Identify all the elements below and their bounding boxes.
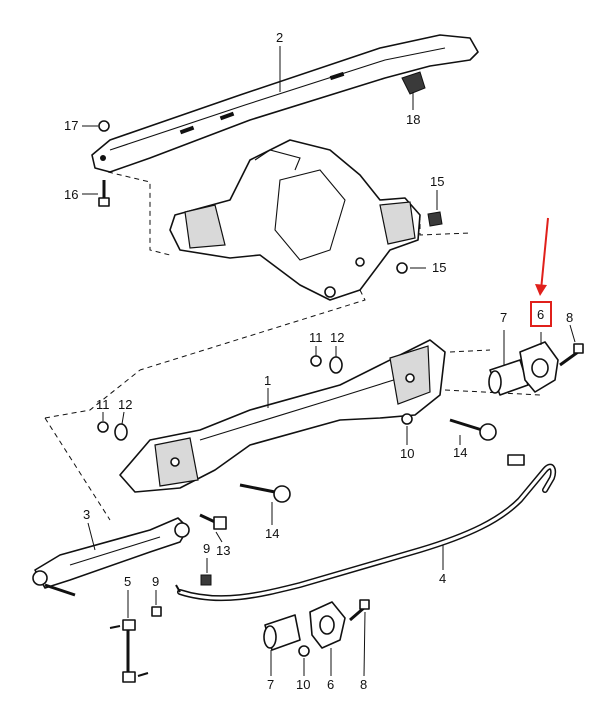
link-arm [32,517,190,597]
bolt-8-bottom [349,599,370,622]
nut-9-upper [200,574,212,586]
nut-10-upper [401,413,413,425]
callout-10-bottom: 10 [296,677,310,692]
callout-11-right: 11 [309,330,323,345]
nut-11-right [310,355,322,367]
nut-9-lower [151,606,162,617]
callout-labels: 2 18 17 16 15 15 11 12 11 12 1 10 14 14 … [64,30,573,692]
callout-12-left: 12 [118,397,132,412]
clamp-6-top [519,341,559,393]
clamp-6-bottom [309,601,346,649]
subframe-upper [169,139,421,301]
callout-6-bottom: 6 [327,677,334,692]
callout-9-upper: 9 [203,541,210,556]
callout-4: 4 [439,571,446,586]
highlight-box [530,301,552,327]
callout-7-bottom: 7 [267,677,274,692]
rubber-bush-7-top [488,359,529,396]
washer-12-right [329,356,343,374]
drop-link-5 [109,619,149,683]
nut-15-lower [396,262,408,274]
callout-10-upper: 10 [400,446,414,461]
callout-11-left: 11 [96,397,110,412]
bolt-16 [98,180,110,207]
rubber-bush-7-bottom [263,614,301,651]
callout-13: 13 [216,543,230,558]
nut-15-upper [427,211,443,227]
callout-8-top: 8 [566,310,573,325]
bolt-13 [199,513,227,530]
callout-1: 1 [264,373,271,388]
callout-8-bottom: 8 [360,677,367,692]
callout-17: 17 [64,118,78,133]
crossmember-upper [91,34,479,173]
crossmember-main [119,339,446,493]
bolt-14-lower [239,483,291,503]
callout-2: 2 [276,30,283,45]
callout-9-lower: 9 [152,574,159,589]
stabilizer-bar [175,454,557,602]
callout-6-top: 6 [537,307,544,322]
callout-15-upper: 15 [430,174,444,189]
washer-12-left [114,423,128,441]
leader-lines [82,46,576,677]
callout-5: 5 [124,574,131,589]
highlight-arrow [535,217,549,296]
callout-18: 18 [406,112,420,127]
nut-11-left [97,421,109,433]
callout-16: 16 [64,187,78,202]
callout-3: 3 [83,507,90,522]
nut-17 [98,120,110,132]
nut-10-bottom [298,645,310,657]
callout-14-right: 14 [453,445,467,460]
callout-12-right: 12 [330,330,344,345]
mount-18 [401,71,426,95]
callout-14-lower: 14 [265,526,279,541]
callout-15-lower: 15 [432,260,446,275]
bolt-8-top [559,343,584,367]
callout-7-top: 7 [500,310,507,325]
bolt-14-right [449,418,497,441]
